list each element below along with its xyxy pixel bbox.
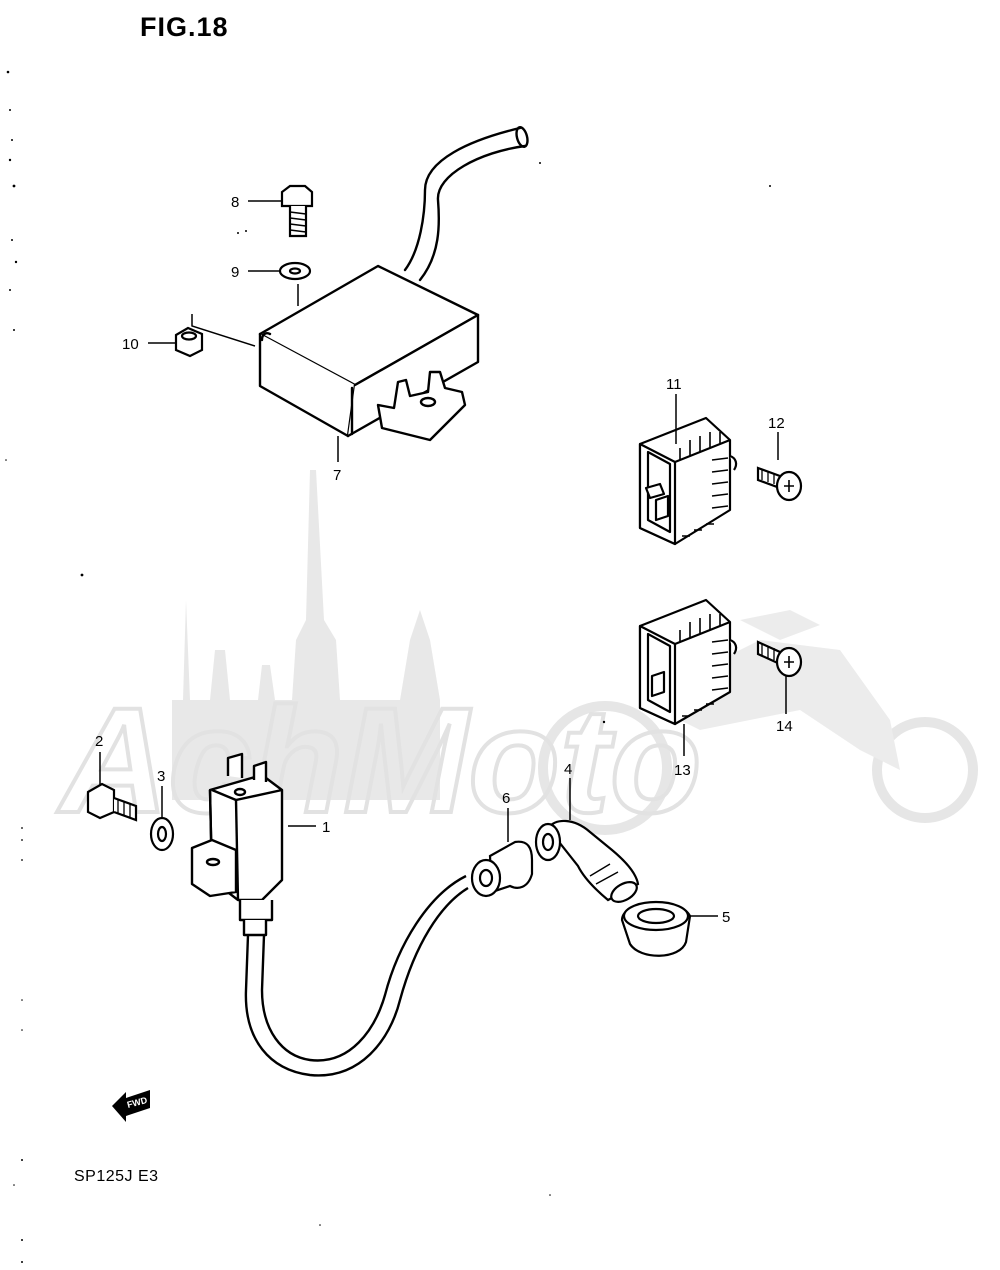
callout-10: 10 (122, 336, 139, 353)
scan-specks (5, 70, 771, 1263)
callout-4: 4 (564, 761, 572, 778)
washer-9 (278, 261, 312, 281)
callout-11: 11 (666, 376, 682, 393)
model-code: SP125J E3 (74, 1168, 159, 1185)
callout-7: 7 (333, 467, 341, 484)
callout-2: 2 (95, 733, 103, 750)
regulator-11 (638, 416, 738, 546)
fwd-arrow-icon: FWD (112, 1090, 150, 1122)
callout-14: 14 (776, 718, 793, 735)
regulator-13 (638, 598, 738, 726)
bolt-2 (86, 782, 138, 822)
watermark-text: AchMoto (56, 676, 702, 844)
callout-numbers: 1 2 3 4 5 6 7 8 9 10 11 12 13 14 (95, 194, 793, 926)
callout-8: 8 (231, 194, 239, 211)
washer-3 (149, 816, 175, 852)
callout-1: 1 (322, 819, 330, 836)
leader-lines (99, 200, 787, 917)
cap-6 (470, 840, 534, 898)
figure-title: FIG.18 (140, 12, 229, 42)
cover-5 (620, 900, 692, 957)
ignition-coil-1 (190, 752, 469, 1077)
callout-6: 6 (502, 790, 510, 807)
watermark: AchMoto (54, 470, 978, 846)
screw-14 (756, 640, 803, 678)
callout-13: 13 (674, 762, 691, 779)
bolt-8 (280, 184, 314, 238)
callout-3: 3 (157, 768, 165, 785)
callout-12: 12 (768, 415, 785, 432)
plug-cap-4 (534, 819, 640, 903)
cdi-unit-7 (258, 126, 529, 442)
callout-5: 5 (722, 909, 730, 926)
nut-10 (174, 326, 204, 358)
callout-9: 9 (231, 264, 239, 281)
screw-12 (756, 466, 803, 502)
